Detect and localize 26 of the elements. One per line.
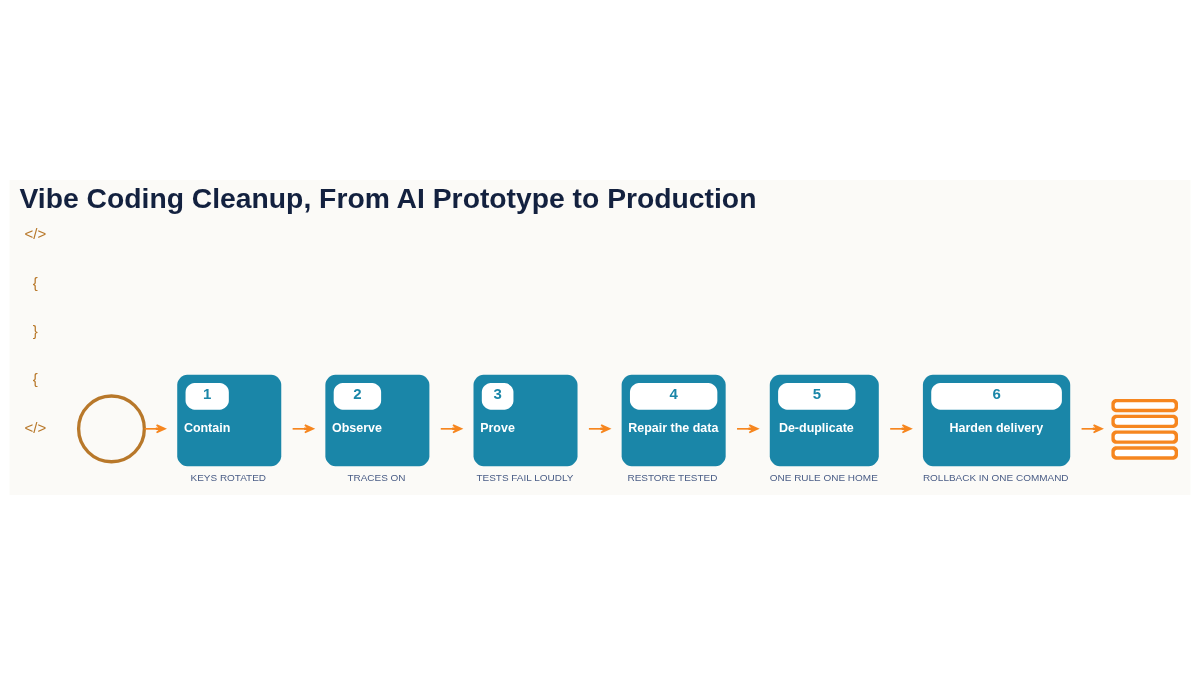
label: }: [32, 321, 38, 339]
node-label: ONE RULE ONE HOME: [769, 471, 878, 483]
diagram-title: Vibe Coding Cleanup, From AI Prototype to Production: [19, 182, 757, 215]
node-label: KEYS ROTATED: [190, 471, 267, 483]
node-circle: [76, 394, 146, 464]
node-box: 2 Observe: [325, 374, 430, 467]
node-box: 4 Repair the data: [621, 374, 726, 467]
label: {: [32, 273, 38, 291]
arrow: [1080, 424, 1103, 434]
node-box: 6 Harden delivery: [922, 374, 1071, 467]
node-label: ROLLBACK IN ONE COMMAND: [922, 471, 1069, 483]
label: </>: [24, 225, 47, 243]
arrow: [143, 424, 166, 434]
arrow: [889, 424, 912, 434]
arrow: [291, 424, 315, 434]
node-box: 3 Prove: [473, 374, 578, 467]
node-label: TRACES ON: [347, 471, 406, 483]
label: {: [32, 370, 38, 388]
node-box: 5 De-duplicate: [769, 374, 879, 467]
node-label: TESTS FAIL LOUDLY: [476, 471, 574, 483]
node-box: 1 Contain: [177, 374, 282, 467]
node-label: RESTORE TESTED: [627, 471, 718, 483]
label: </>: [24, 418, 47, 436]
arrow: [588, 424, 611, 434]
arrow: [439, 424, 463, 434]
arrow: [736, 424, 759, 434]
